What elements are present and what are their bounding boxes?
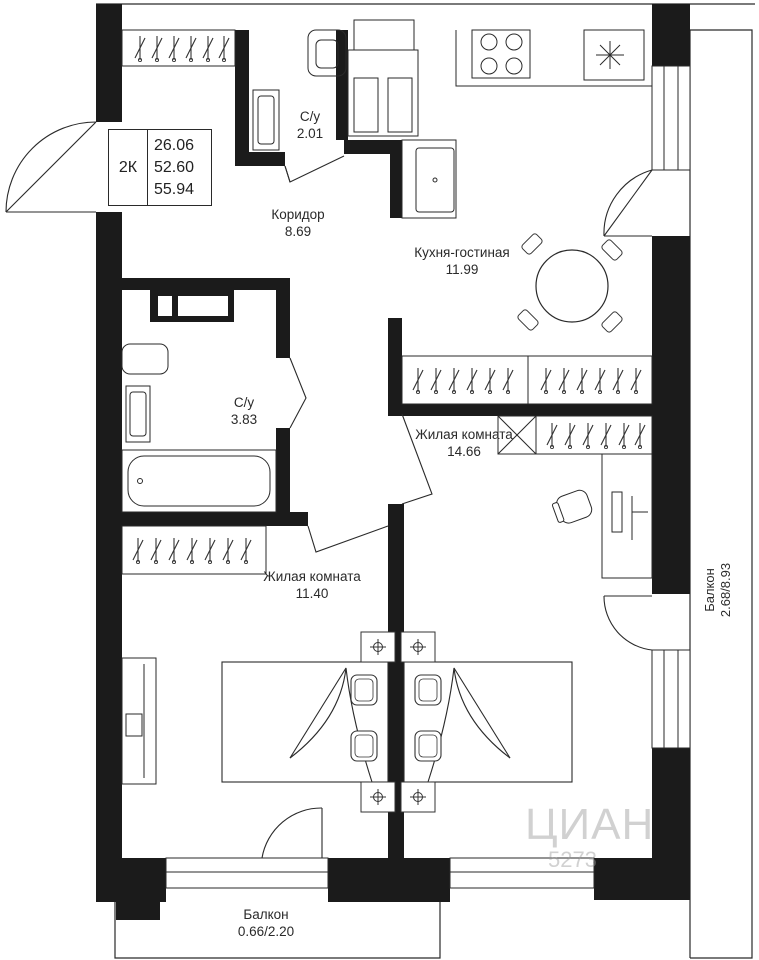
windows	[165, 65, 691, 889]
watermark-id: 5273	[548, 847, 597, 872]
dining-table	[516, 232, 624, 334]
desk	[551, 453, 653, 579]
room-label-bedroom-right: Жилая комната 14.66	[415, 427, 513, 459]
watermark-logo: ЦИАН	[525, 800, 655, 849]
large-bath-fixtures	[121, 343, 277, 513]
doors	[5, 121, 653, 859]
living-area: 26.06	[154, 136, 195, 154]
room-label-bath-small: С/у 2.01	[296, 109, 324, 141]
small-bath-fixtures	[252, 29, 347, 151]
room-label-corridor: Коридор 8.69	[271, 207, 325, 239]
total-area: 52.60	[154, 158, 195, 176]
room-label-bedroom-left: Жилая комната 11.40	[263, 569, 361, 601]
room-label-balcony-right: Балкон 2.68/8.93	[702, 562, 733, 618]
closet-box	[497, 415, 537, 455]
area-summary: 2К 26.06 52.60 55.94	[108, 129, 212, 206]
room-label-balcony-bottom: Балкон 0.66/2.20	[237, 907, 295, 939]
wardrobes	[121, 29, 653, 575]
room-label-kitchen: Кухня-гостиная 11.99	[414, 245, 510, 277]
total-area-with-balconies: 55.94	[154, 180, 195, 198]
bed-right	[403, 661, 573, 783]
room-count: 2К	[109, 130, 148, 205]
kitchen-counter	[347, 19, 652, 219]
room-label-bath-large: С/у 3.83	[230, 395, 258, 427]
shaft-cutouts	[158, 296, 228, 316]
walls	[96, 4, 690, 920]
tv-stand	[121, 657, 157, 785]
